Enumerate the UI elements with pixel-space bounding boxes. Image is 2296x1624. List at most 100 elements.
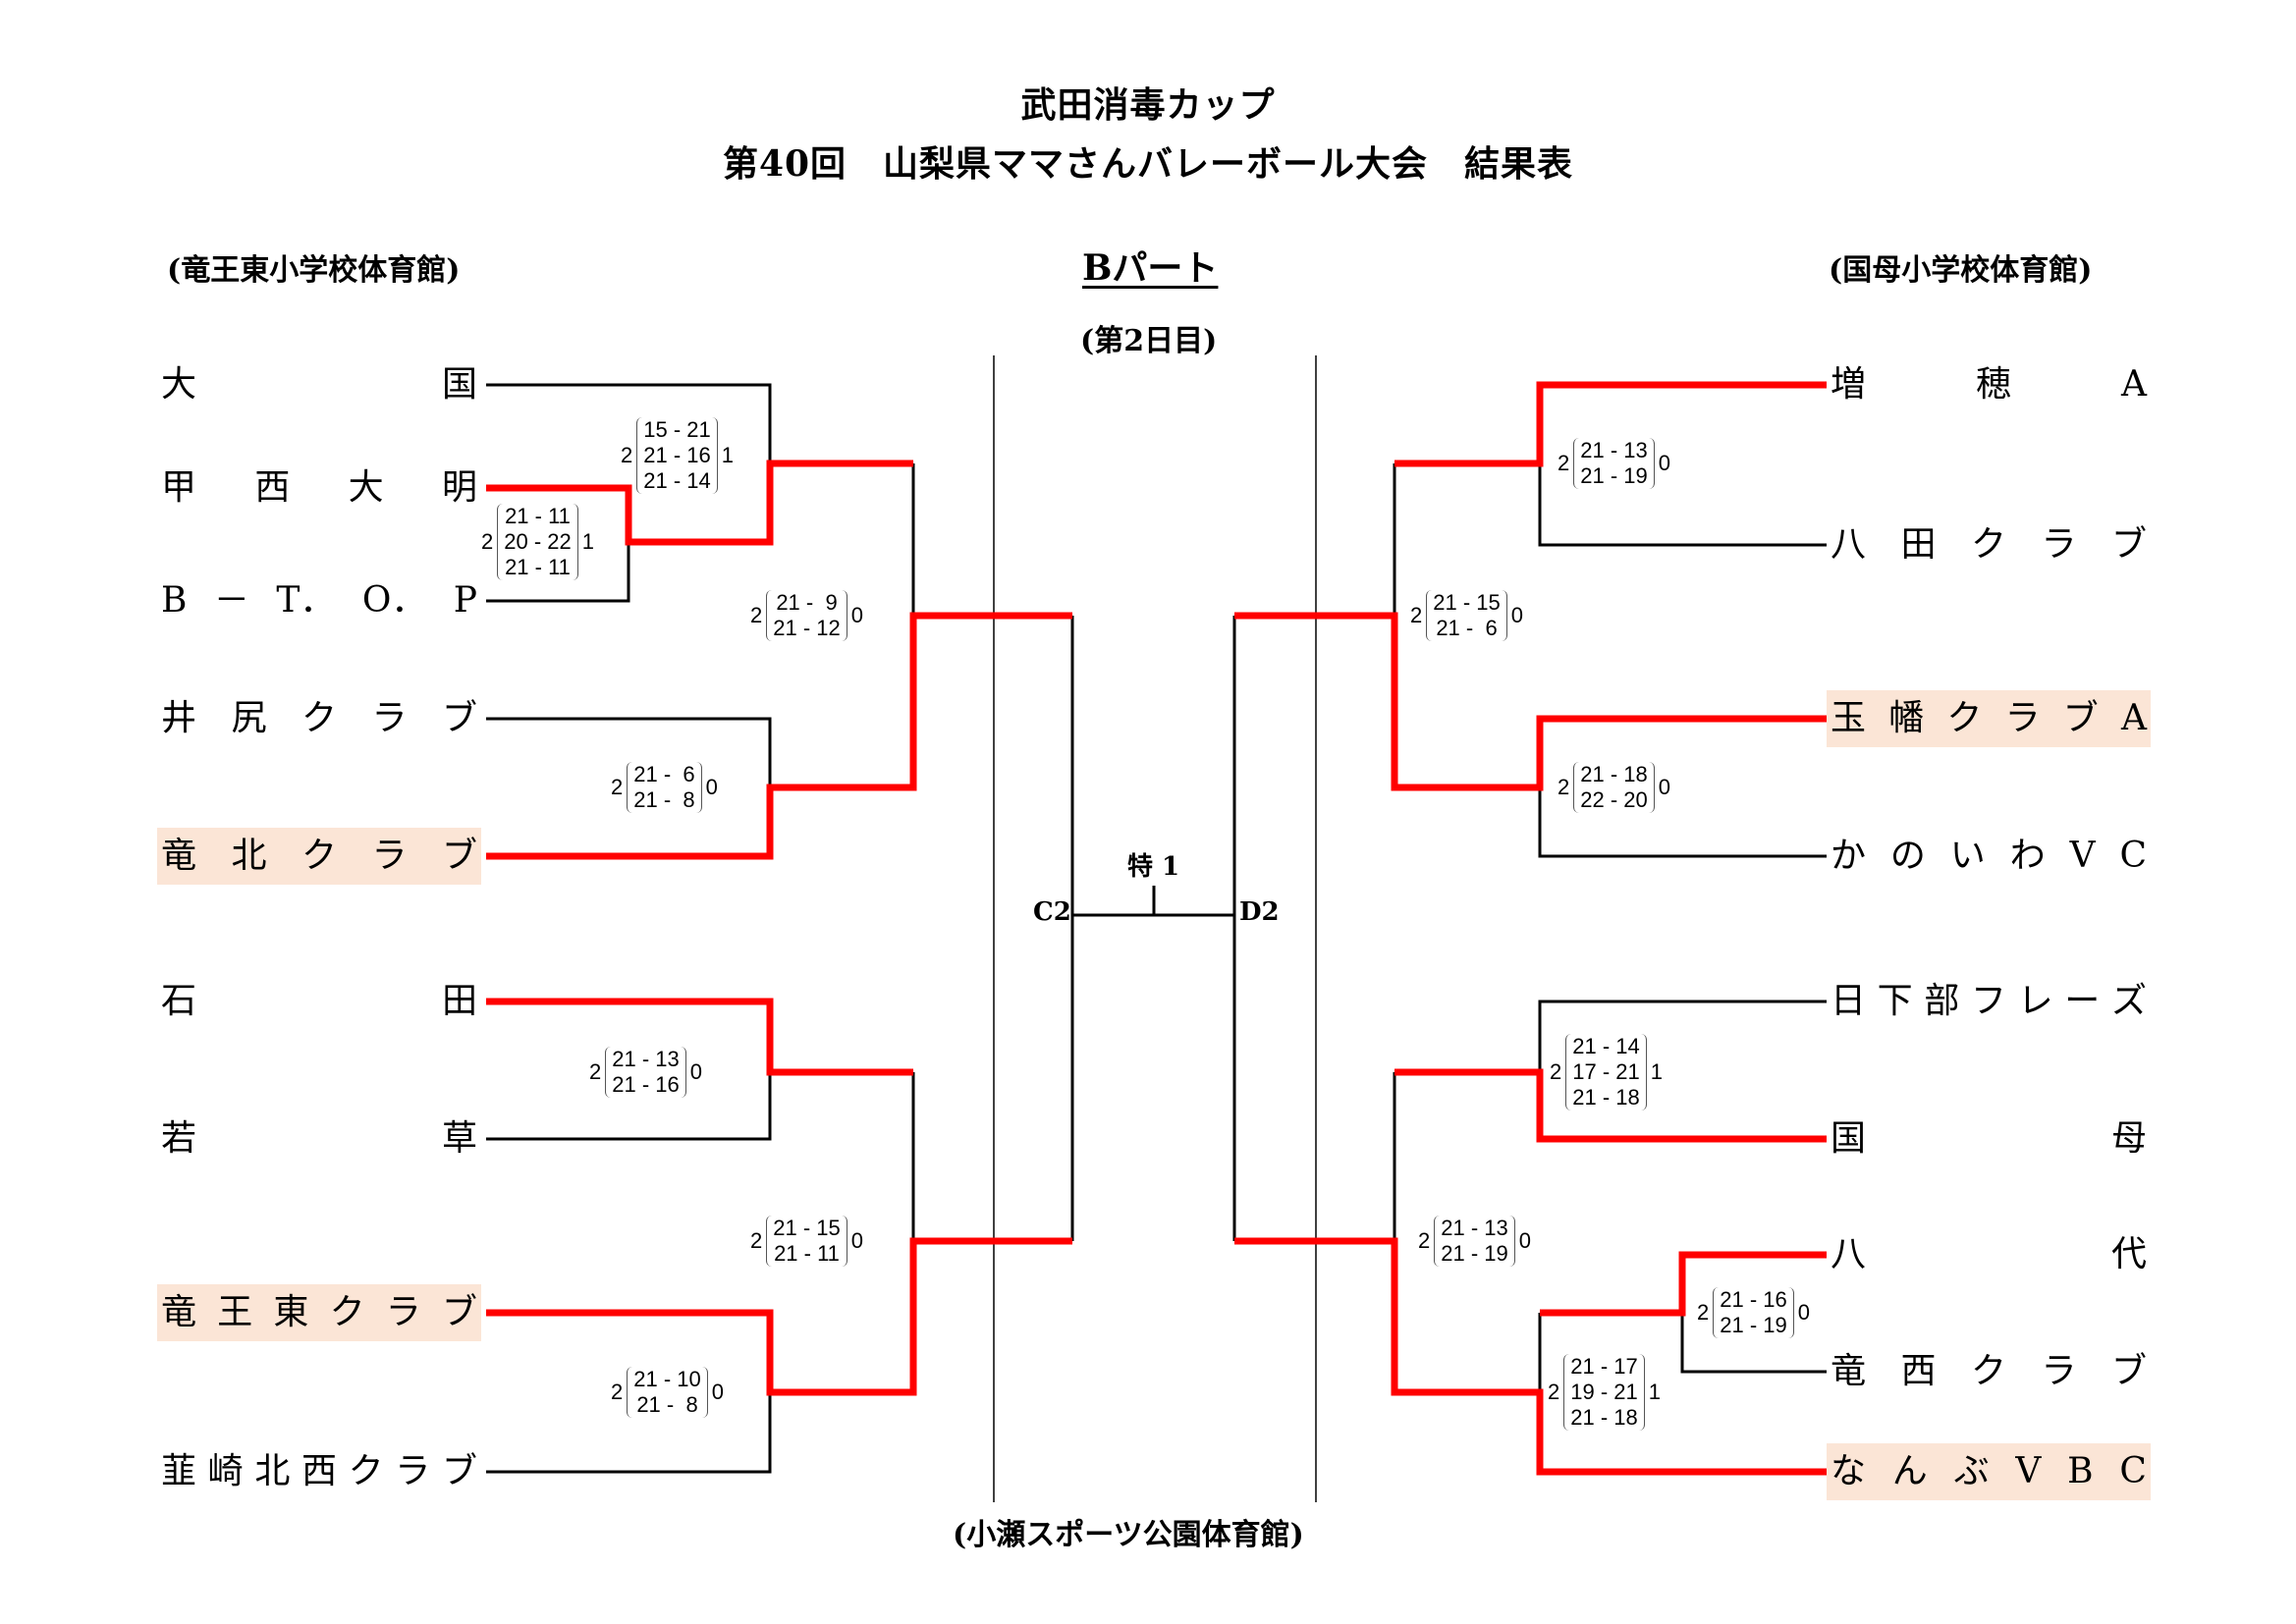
team-name-char: A bbox=[2120, 698, 2147, 738]
team-name-char: ク bbox=[301, 836, 337, 876]
team-name-char: 国 bbox=[1831, 1118, 1867, 1159]
team-name-char: 田 bbox=[441, 981, 477, 1021]
set-score: 21 - 14 bbox=[643, 468, 711, 493]
winner-path-masuho bbox=[1394, 381, 1827, 467]
set-score: 21 - 19 bbox=[1720, 1313, 1787, 1337]
sets-won: 2 bbox=[1550, 1059, 1562, 1084]
set-score: 21 - 9 bbox=[776, 590, 838, 615]
team-name-char: C bbox=[2119, 836, 2147, 876]
sets-lost: 0 bbox=[705, 775, 718, 799]
line-kusakabe bbox=[1538, 1000, 1827, 1072]
team-name-char: V bbox=[2015, 1451, 2042, 1491]
set-score: 21 - 15 bbox=[773, 1216, 841, 1240]
team-name-char: ブ bbox=[441, 1292, 477, 1332]
team-name-char: 竜 bbox=[161, 1292, 197, 1332]
day-label: (第2日目) bbox=[1080, 324, 1218, 358]
team-name-char: ク bbox=[1970, 1351, 2006, 1391]
sets-lost: 0 bbox=[689, 1059, 702, 1084]
winner-path-kokubo bbox=[1394, 1068, 1827, 1143]
team-name-char: ブ bbox=[441, 836, 477, 876]
team-name-char: ラ bbox=[2041, 524, 2077, 565]
team-name-char: O． bbox=[361, 580, 427, 621]
team-name-char: 部 bbox=[1924, 981, 1960, 1021]
team-name-char: い bbox=[1949, 836, 1986, 876]
line-ryusai bbox=[1680, 1313, 1827, 1374]
team-name-char: ラ bbox=[395, 1451, 431, 1491]
sets-won: 2 bbox=[1548, 1380, 1560, 1404]
sets-won: 2 bbox=[1410, 603, 1423, 627]
set-score: 21 - 18 bbox=[1572, 1085, 1640, 1110]
team-name-char: 国 bbox=[441, 364, 477, 405]
team-name-char: ク bbox=[1946, 698, 1983, 738]
team-name-char: わ bbox=[2009, 836, 2046, 876]
team-name-char: ク bbox=[301, 698, 337, 738]
team-name-char: ブ bbox=[2110, 1351, 2147, 1391]
set-score: 21 - 13 bbox=[612, 1047, 680, 1071]
set-score: 21 - 19 bbox=[1580, 463, 1648, 488]
set-score: 21 - 8 bbox=[636, 1392, 698, 1417]
team-name-char: ズ bbox=[2110, 981, 2147, 1021]
right-team-7: 竜西クラブ bbox=[1827, 1343, 2151, 1400]
sets-won: 2 bbox=[750, 603, 763, 627]
part-label: Bパート bbox=[1082, 247, 1219, 289]
set-score: 21 - 11 bbox=[505, 555, 571, 579]
set-score: 21 - 8 bbox=[633, 787, 695, 812]
winner-path-kosai-daimyo bbox=[486, 460, 913, 546]
team-name-char: ラ bbox=[371, 836, 408, 876]
team-name-char: 代 bbox=[2110, 1234, 2147, 1274]
sets-lost: 0 bbox=[1518, 1228, 1531, 1253]
sets-lost: 1 bbox=[1650, 1059, 1663, 1084]
team-name-char: ク bbox=[329, 1292, 365, 1332]
winner-path-ryuoto bbox=[486, 1237, 1072, 1396]
set-score: 21 - 19 bbox=[1441, 1241, 1508, 1266]
line-daikoku bbox=[486, 383, 772, 463]
team-name-char: B bbox=[2067, 1451, 2094, 1491]
set-score: 21 - 10 bbox=[633, 1367, 701, 1391]
set-score: 17 - 21 bbox=[1572, 1059, 1640, 1084]
team-name-char: 西 bbox=[301, 1451, 337, 1491]
set-score: 21 - 18 bbox=[1570, 1405, 1638, 1430]
team-name-char: の bbox=[1889, 836, 1926, 876]
sets-won: 2 bbox=[481, 529, 494, 554]
sets-won: 2 bbox=[589, 1059, 602, 1084]
left-team-6: 若草 bbox=[157, 1110, 481, 1167]
venue-left: (竜王東小学校体育館) bbox=[167, 253, 461, 288]
team-name-char: 甲 bbox=[161, 467, 197, 508]
team-name-char: － bbox=[213, 580, 249, 621]
sets-lost: 0 bbox=[850, 1228, 863, 1253]
team-name-char: ん bbox=[1891, 1451, 1928, 1491]
team-name-char: 石 bbox=[161, 981, 197, 1021]
winner-path-yatsushiro bbox=[1540, 1251, 1827, 1317]
tournament-title: 第40回 山梨県ママさんバレーボール大会 結果表 bbox=[722, 143, 1574, 185]
winner-path-nanbu bbox=[1234, 1237, 1827, 1476]
team-name-char: A bbox=[2121, 364, 2147, 405]
sets-won: 2 bbox=[611, 775, 624, 799]
sets-won: 2 bbox=[611, 1380, 624, 1404]
team-name-char: ブ bbox=[441, 1451, 477, 1491]
line-nirasaki bbox=[486, 1392, 772, 1474]
left-team-8: 韮崎北西クラブ bbox=[157, 1443, 481, 1500]
team-name-char: ク bbox=[1970, 524, 2006, 565]
set-score: 15 - 21 bbox=[643, 417, 711, 442]
team-name-char: 日 bbox=[1831, 981, 1867, 1021]
team-name-char: か bbox=[1831, 836, 1867, 876]
line-ijiri bbox=[486, 717, 772, 787]
team-name-char: 増 bbox=[1831, 364, 1867, 405]
team-name-char: ぶ bbox=[1953, 1451, 1990, 1491]
team-name-char: フ bbox=[1970, 981, 2006, 1021]
